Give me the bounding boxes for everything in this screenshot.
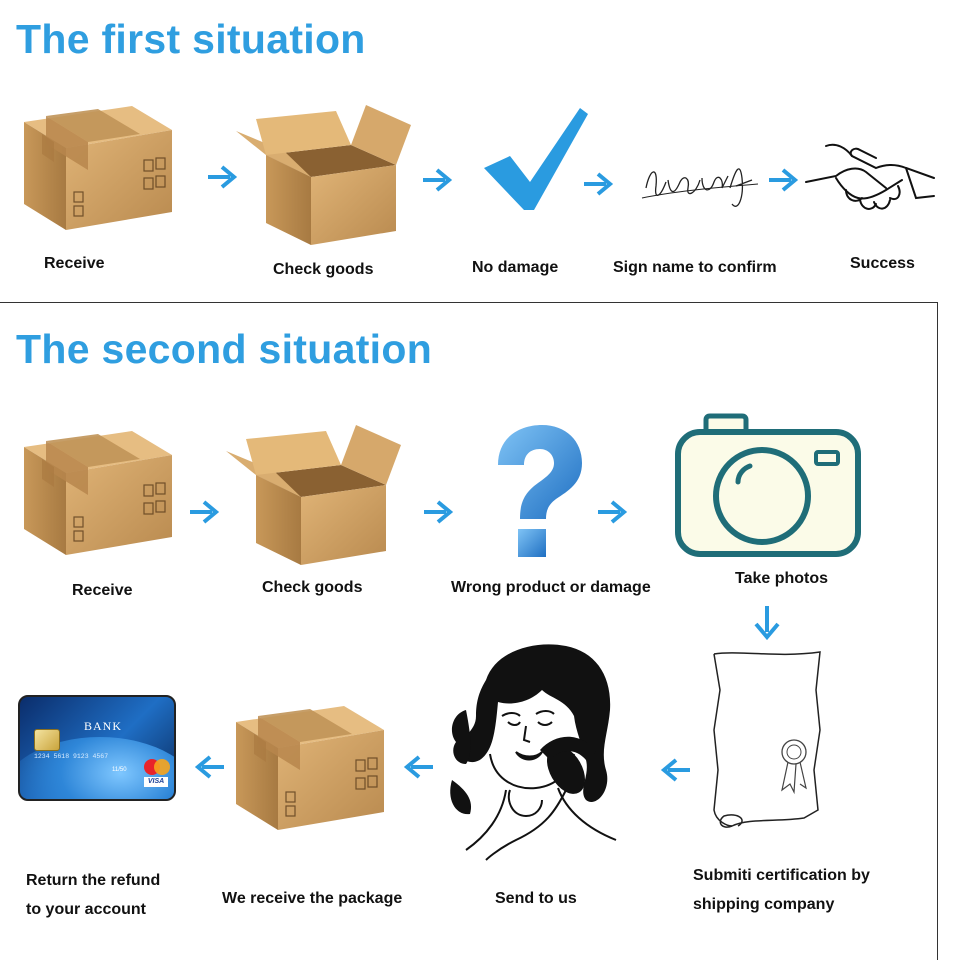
arrow-right-icon bbox=[767, 168, 797, 192]
step-check-goods-label: Check goods bbox=[273, 261, 374, 278]
mastercard-logo-icon bbox=[144, 759, 170, 775]
closed-box-icon bbox=[23, 430, 173, 556]
arrow-down-icon bbox=[754, 606, 780, 641]
card-expiry: 11/50 bbox=[112, 767, 127, 773]
arrow-right-icon bbox=[421, 168, 451, 192]
arrow-left-icon bbox=[662, 758, 692, 782]
section-border-right bbox=[937, 302, 938, 960]
card-chip-icon bbox=[34, 729, 60, 751]
card-network: VISA bbox=[144, 777, 168, 787]
step-refund-label: Return the refund to your account bbox=[26, 872, 161, 918]
arrow-left-icon bbox=[405, 755, 435, 779]
checkmark-icon bbox=[484, 108, 588, 210]
open-box-icon bbox=[236, 105, 411, 245]
step-we-receive-label: We receive the package bbox=[222, 890, 403, 907]
closed-box-icon bbox=[23, 105, 173, 231]
arrow-right-icon bbox=[206, 165, 236, 189]
arrow-right-icon bbox=[582, 172, 612, 196]
step-wrong-product-label: Wrong product or damage bbox=[451, 579, 651, 596]
step-receive-label: Receive bbox=[72, 582, 133, 599]
arrow-right-icon bbox=[422, 500, 452, 524]
certificate-scroll-icon bbox=[713, 651, 821, 828]
camera-icon bbox=[675, 413, 861, 557]
closed-box-icon bbox=[235, 705, 385, 831]
handshake-icon bbox=[805, 143, 935, 210]
arrow-left-icon bbox=[196, 755, 226, 779]
first-situation-title: The first situation bbox=[16, 16, 366, 62]
step-send-to-us-label: Send to us bbox=[495, 890, 577, 907]
open-box-icon bbox=[226, 425, 401, 565]
step-submit-certification-label: Submiti certification by shipping compan… bbox=[693, 867, 870, 913]
second-situation-title: The second situation bbox=[16, 326, 433, 372]
step-receive-label: Receive bbox=[44, 255, 105, 272]
step-take-photos-label: Take photos bbox=[735, 570, 829, 587]
step-sign-name-label: Sign name to confirm bbox=[613, 259, 777, 276]
card-bank-name: BANK bbox=[84, 719, 123, 733]
bank-card-icon: BANK 1234 5618 9123 4567 11/50 VISA bbox=[18, 695, 176, 801]
woman-phone-icon bbox=[450, 644, 617, 861]
arrow-right-icon bbox=[188, 500, 218, 524]
step-success-label: Success bbox=[850, 255, 915, 272]
section-divider bbox=[0, 302, 938, 303]
arrow-right-icon bbox=[596, 500, 626, 524]
step-check-goods-label: Check goods bbox=[262, 579, 363, 596]
step-no-damage-label: No damage bbox=[472, 259, 559, 276]
card-number: 1234 5618 9123 4567 bbox=[34, 753, 109, 760]
question-mark-icon bbox=[498, 425, 582, 557]
signature-icon bbox=[641, 168, 759, 207]
